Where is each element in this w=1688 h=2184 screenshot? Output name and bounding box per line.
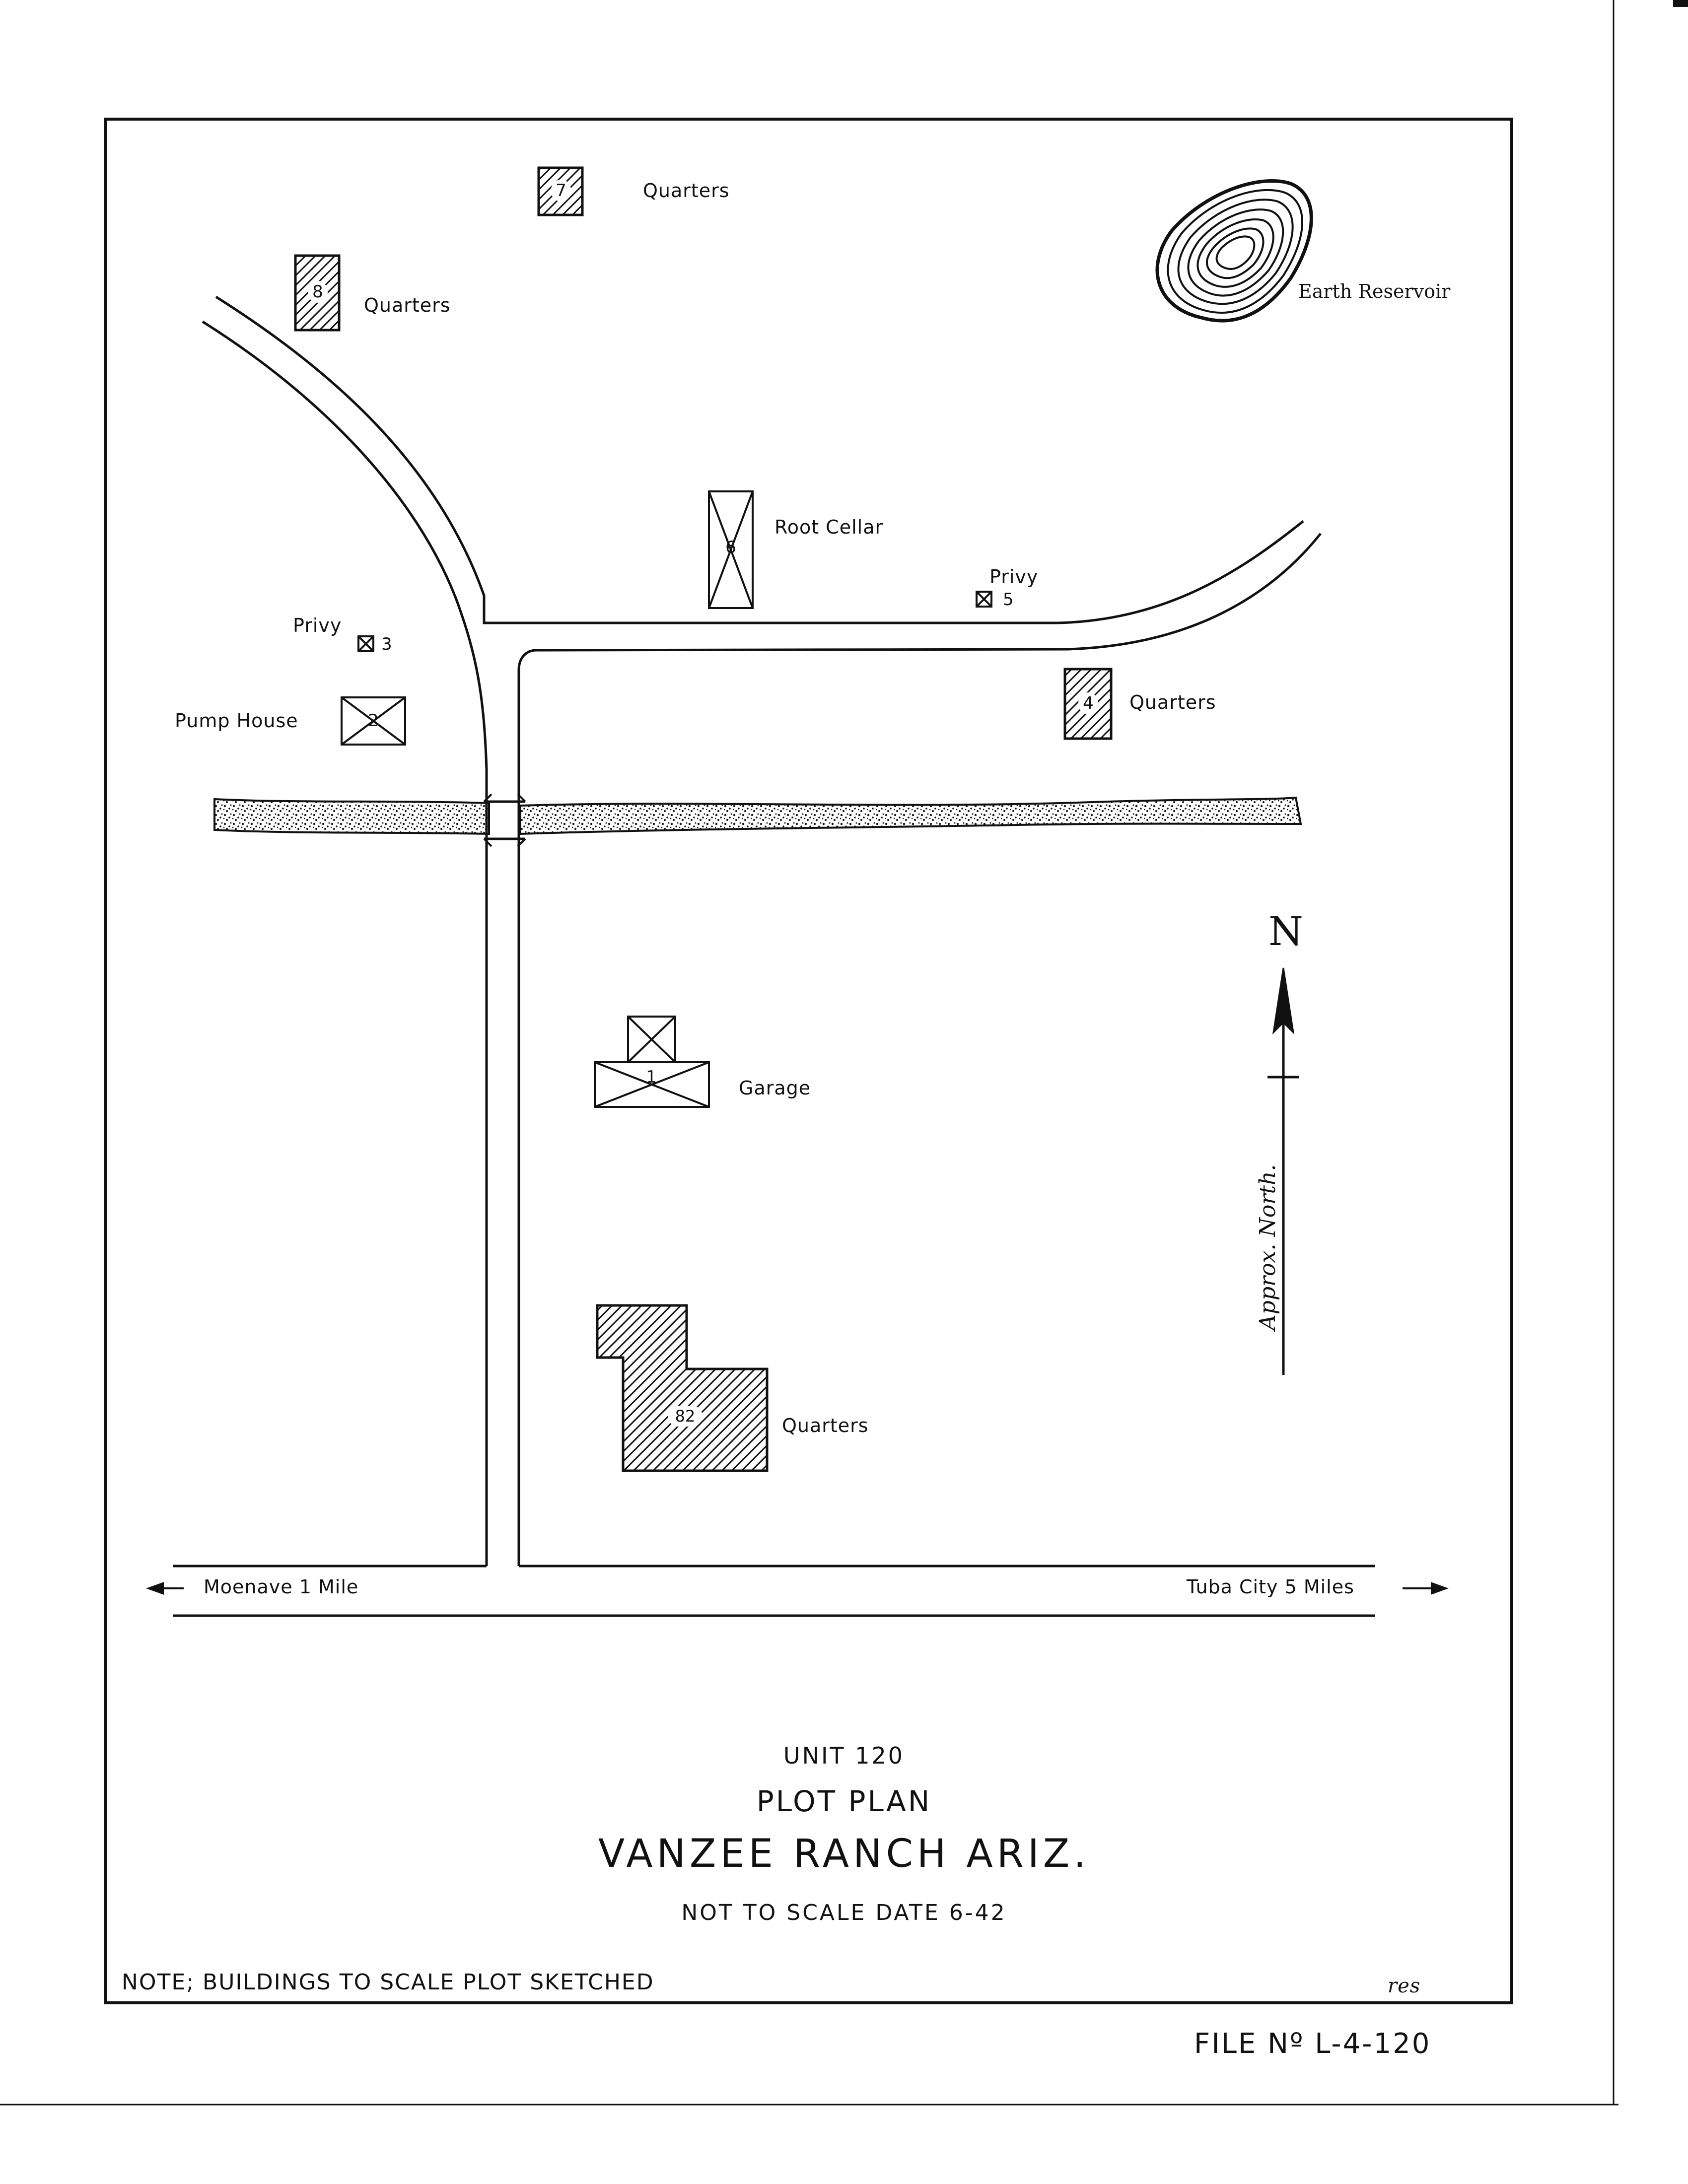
label-privy-5: Privy bbox=[989, 566, 1039, 588]
approx-north-caption: Approx. North. bbox=[1255, 1164, 1280, 1330]
earth-reservoir bbox=[1155, 179, 1313, 323]
title-ranch-name: VANZEE RANCH ARIZ. bbox=[598, 1832, 1090, 1876]
title-scale-date: NOT TO SCALE DATE 6-42 bbox=[681, 1900, 1007, 1925]
label-quarters-7: Quarters bbox=[643, 180, 730, 202]
road-arrows bbox=[146, 1582, 1449, 1595]
drawing-frame bbox=[104, 118, 1513, 2004]
road-edge bbox=[215, 295, 1304, 624]
label-earth-reservoir: Earth Reservoir bbox=[1298, 280, 1451, 302]
building-6-root-cellar bbox=[708, 490, 754, 609]
building-number-4: 4 bbox=[1078, 692, 1098, 714]
title-note: NOTE; BUILDINGS TO SCALE PLOT SKETCHED bbox=[122, 1970, 654, 1995]
building-82-quarters bbox=[596, 1304, 769, 1472]
building-number-7: 7 bbox=[551, 180, 571, 202]
label-root-cellar: Root Cellar bbox=[774, 516, 884, 538]
label-garage: Garage bbox=[739, 1077, 811, 1099]
creek-east bbox=[519, 796, 1302, 835]
north-arrow bbox=[1267, 967, 1299, 1375]
label-privy-3: Privy bbox=[293, 614, 342, 636]
title-unit: UNIT 120 bbox=[783, 1742, 905, 1769]
building-1-garage bbox=[594, 1016, 710, 1108]
label-quarters-8: Quarters bbox=[364, 294, 451, 316]
label-tuba-city: Tuba City 5 Miles bbox=[1187, 1576, 1354, 1598]
building-number-8: 8 bbox=[308, 281, 328, 303]
label-pump-house: Pump House bbox=[175, 710, 298, 732]
privy-3 bbox=[357, 635, 374, 652]
building-number-6: 6 bbox=[725, 538, 736, 557]
building-number-5: 5 bbox=[1003, 590, 1014, 610]
road-edge bbox=[517, 533, 1322, 1566]
file-number: FILE Nº L-4-120 bbox=[1194, 2028, 1431, 2060]
corner-mark bbox=[1673, 0, 1688, 7]
label-moenave: Moenave 1 Mile bbox=[204, 1576, 359, 1598]
building-number-1: 1 bbox=[646, 1067, 657, 1087]
roads bbox=[173, 295, 1375, 1617]
north-letter: N bbox=[1268, 908, 1303, 955]
building-number-3: 3 bbox=[381, 634, 392, 654]
creek-west bbox=[213, 798, 490, 835]
label-quarters-4: Quarters bbox=[1129, 691, 1216, 713]
building-2-pump-house bbox=[341, 696, 406, 746]
title-plot-plan: PLOT PLAN bbox=[756, 1784, 932, 1818]
label-quarters-82: Quarters bbox=[782, 1415, 869, 1436]
building-number-82: 82 bbox=[668, 1406, 703, 1427]
drafter-initials: res bbox=[1388, 1975, 1421, 1997]
building-number-2: 2 bbox=[368, 711, 379, 731]
privy-5 bbox=[976, 591, 992, 608]
road-edge bbox=[202, 320, 488, 1566]
